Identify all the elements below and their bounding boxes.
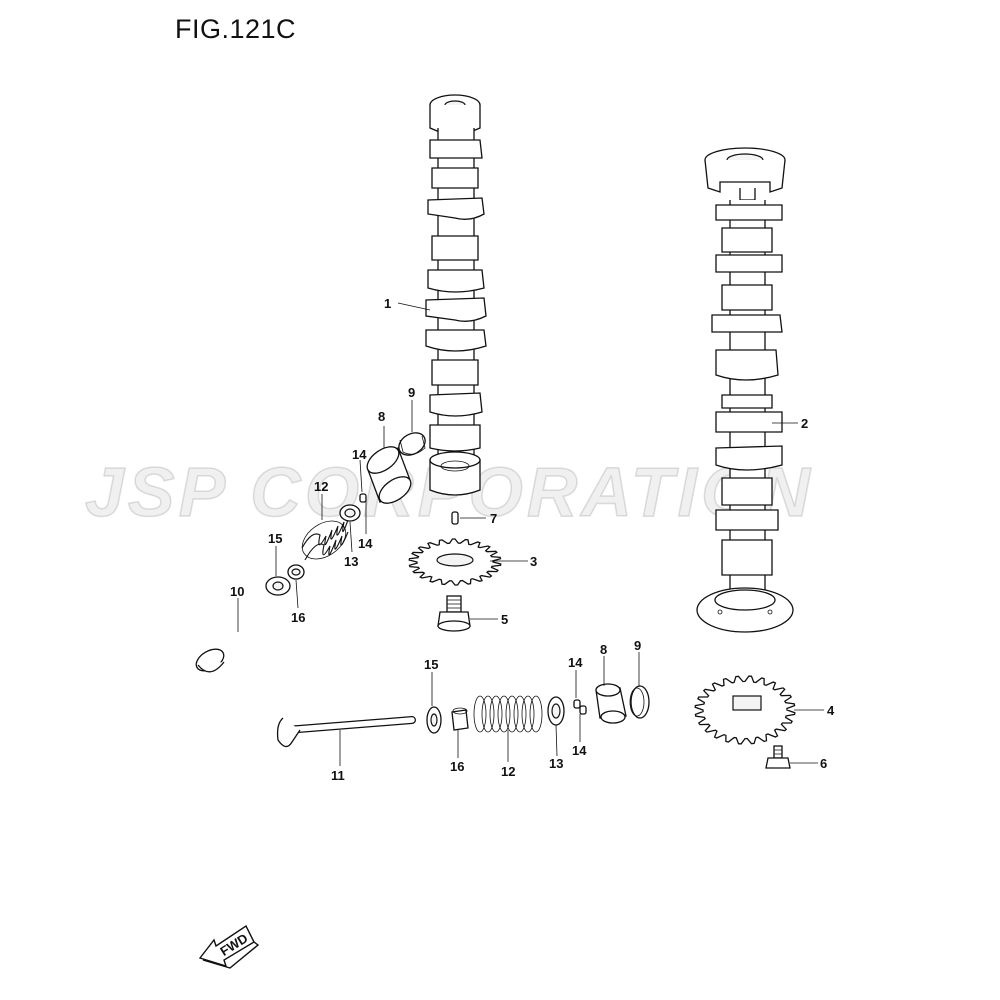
exhaust-valve[interactable] (276, 716, 416, 748)
callout-7[interactable]: 7 (490, 511, 497, 526)
callout-12-lower[interactable]: 12 (501, 764, 515, 779)
valve-spring-upper[interactable] (295, 513, 353, 567)
callout-2[interactable]: 2 (801, 416, 808, 431)
intake-valve[interactable] (193, 601, 273, 675)
callout-6[interactable]: 6 (820, 756, 827, 771)
valve-lifter-lower[interactable] (595, 683, 627, 724)
sprocket-right[interactable] (694, 675, 796, 745)
callout-13-upper[interactable]: 13 (344, 554, 358, 569)
camshaft-right[interactable] (696, 147, 794, 633)
leader-lines (237, 302, 824, 766)
callout-5[interactable]: 5 (501, 612, 508, 627)
callout-15-lower[interactable]: 15 (424, 657, 438, 672)
adjusting-shim-upper[interactable] (395, 428, 429, 459)
callout-3[interactable]: 3 (530, 554, 537, 569)
callout-4[interactable]: 4 (827, 703, 835, 718)
callout-14-lower-b[interactable]: 14 (572, 743, 587, 758)
callout-11[interactable]: 11 (331, 768, 345, 783)
adjusting-shim-lower[interactable] (629, 685, 650, 719)
valve-spring-lower[interactable] (473, 695, 543, 733)
dowel-pin[interactable] (451, 511, 459, 525)
sprocket-left[interactable] (408, 538, 502, 586)
sprocket-bolt-right[interactable] (765, 745, 791, 769)
callout-16-upper[interactable]: 16 (291, 610, 305, 625)
valve-lifter-upper[interactable] (363, 441, 416, 508)
callout-12-upper[interactable]: 12 (314, 479, 328, 494)
camshaft-left[interactable] (425, 94, 487, 496)
valve-stem-seal-lower[interactable] (426, 706, 442, 734)
callout-14-upper-b[interactable]: 14 (358, 536, 373, 551)
valve-cotter-lower[interactable] (573, 699, 587, 715)
callout-14-upper-a[interactable]: 14 (352, 447, 367, 462)
callout-16-lower[interactable]: 16 (450, 759, 464, 774)
callout-15-upper[interactable]: 15 (268, 531, 282, 546)
callout-14-lower-a[interactable]: 14 (568, 655, 583, 670)
spring-retainer-upper[interactable] (339, 504, 361, 522)
forward-arrow-icon: FWD (198, 924, 260, 969)
spring-seat-upper[interactable] (287, 564, 305, 580)
callout-10[interactable]: 10 (230, 584, 244, 599)
valve-cotter-upper[interactable] (359, 493, 367, 503)
figure-title: FIG.121C (175, 14, 297, 44)
callout-9-upper[interactable]: 9 (408, 385, 415, 400)
spring-seat-lower[interactable] (451, 707, 469, 731)
callout-8-upper[interactable]: 8 (378, 409, 385, 424)
sprocket-bolt-left[interactable] (437, 595, 471, 632)
callout-13-lower[interactable]: 13 (549, 756, 563, 771)
valve-stem-seal-upper[interactable] (265, 576, 291, 596)
callout-labels: 1 2 3 4 5 6 7 8 8 9 9 10 11 12 12 13 13 … (230, 296, 835, 783)
callout-1[interactable]: 1 (384, 296, 391, 311)
callout-9-lower[interactable]: 9 (634, 638, 641, 653)
callout-8-lower[interactable]: 8 (600, 642, 607, 657)
spring-retainer-lower[interactable] (547, 696, 565, 726)
